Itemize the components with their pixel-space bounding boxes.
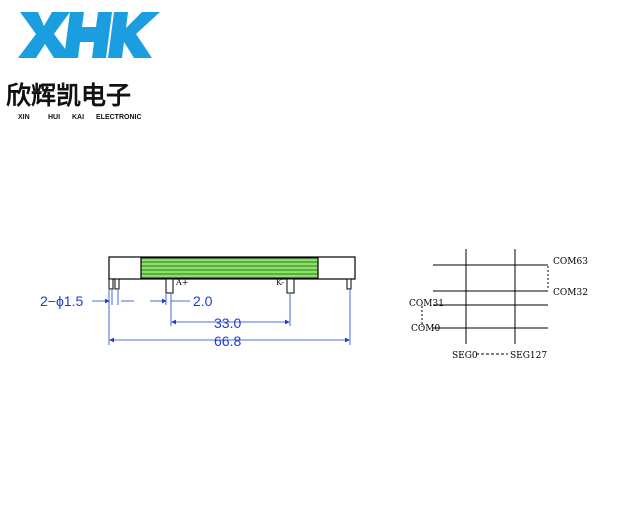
logo-word-electronic: ELECTRONIC — [96, 114, 142, 121]
com31-label: COM31 — [409, 299, 444, 309]
logo-word-hui: HUI — [48, 114, 60, 121]
cathode-pin — [286, 278, 295, 294]
tube-body — [108, 256, 356, 280]
overall-length-label: 66.8 — [214, 333, 241, 349]
pin-diameter-label: 2−ϕ1.5 — [40, 293, 83, 309]
left-pin-b — [114, 278, 120, 290]
xhk-letters — [18, 12, 160, 58]
right-pin — [346, 278, 352, 290]
pin-spacing-dimension: 2.0 — [150, 293, 213, 309]
anode-cathode-label: 33.0 — [214, 315, 241, 331]
com63-label: COM63 — [553, 257, 588, 267]
cathode-label: K- — [276, 278, 284, 287]
anode-label: A+ — [175, 278, 188, 287]
pins — [108, 278, 352, 294]
left-pin-a — [108, 278, 114, 290]
fluorescent-tube — [140, 257, 319, 279]
anode-pin — [165, 278, 174, 294]
pin-spacing-label: 2.0 — [193, 293, 213, 309]
com0-label: COM0 — [411, 324, 440, 334]
anode-cathode-dimension: 33.0 — [171, 315, 290, 331]
seg0-label: SEG0 — [452, 351, 478, 361]
logo-word-kai: KAI — [72, 114, 84, 121]
logo-chinese-name: 欣辉凯电子 — [6, 81, 131, 110]
seg127-label: SEG127 — [510, 351, 547, 361]
pin-diameter-dimension: 2−ϕ1.5 — [40, 293, 134, 309]
overall-length-dimension: 66.8 — [109, 333, 350, 349]
logo-word-xin: XIN — [18, 114, 30, 121]
company-logo: 欣辉凯电子 XIN HUI KAI ELECTRONIC — [0, 0, 160, 125]
com32-label: COM32 — [553, 288, 588, 298]
matrix-schematic — [421, 249, 549, 355]
logo-graphic: 欣辉凯电子 XIN HUI KAI ELECTRONIC — [6, 12, 160, 121]
